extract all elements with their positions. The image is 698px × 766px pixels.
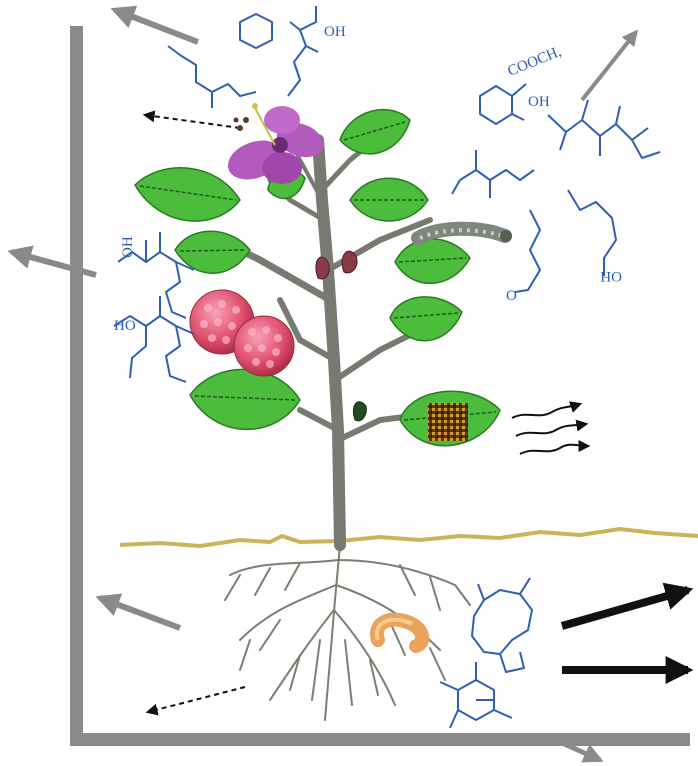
label-oh-left: OH (120, 236, 136, 258)
molecule-hexenal (515, 210, 540, 292)
label-oh-salicylate: OH (528, 94, 550, 110)
bud-icon (353, 402, 366, 421)
bud-icon (316, 257, 329, 279)
dashed-arrow-root-icon (148, 687, 245, 712)
gray-arrow-left-icon (12, 252, 96, 275)
dashed-arrow-flower-icon (145, 115, 240, 128)
label-aldehyde-o: O (506, 288, 517, 304)
gray-arrow-lower-left-icon (100, 598, 180, 628)
damaged-leaf-patch-icon (428, 403, 468, 441)
black-arrows (562, 590, 688, 670)
molecule-ocimene (180, 55, 256, 96)
bud-icon (342, 251, 357, 273)
label-oh-top: OH (324, 24, 346, 40)
soil-line (120, 529, 698, 546)
gray-arrow-top-right-icon (582, 32, 636, 100)
gray-arrows (12, 10, 636, 760)
gray-arrow-top-left-icon (115, 10, 198, 42)
leaf (135, 168, 240, 221)
volatile-emission-arrows-icon (512, 404, 588, 454)
label-ho-left: HO (114, 318, 136, 334)
molecule-hexenol (568, 190, 616, 276)
label-cooch: COOCH, (506, 44, 564, 80)
molecule-myrcene (460, 170, 534, 180)
molecule-farnesene (548, 115, 648, 140)
roots (225, 545, 470, 720)
leaf (350, 178, 428, 221)
molecule-caryophyllene (472, 590, 532, 654)
molecule-benzene (240, 14, 272, 48)
leaf (340, 110, 410, 154)
leaf (390, 297, 462, 341)
frame-left-bar (70, 26, 83, 746)
label-oh-right: OH (600, 268, 622, 284)
hibiscus-flower-icon (223, 103, 328, 186)
raspberry-icon (234, 316, 294, 376)
molecule-methyl-salicylate (480, 86, 512, 124)
leaf (395, 239, 470, 283)
molecule-nerolidol (118, 252, 186, 318)
black-arrow-upper-right-icon (562, 590, 688, 626)
molecule-linalool (288, 6, 316, 96)
frame-bottom-bar (70, 733, 690, 746)
leaf (190, 369, 300, 429)
